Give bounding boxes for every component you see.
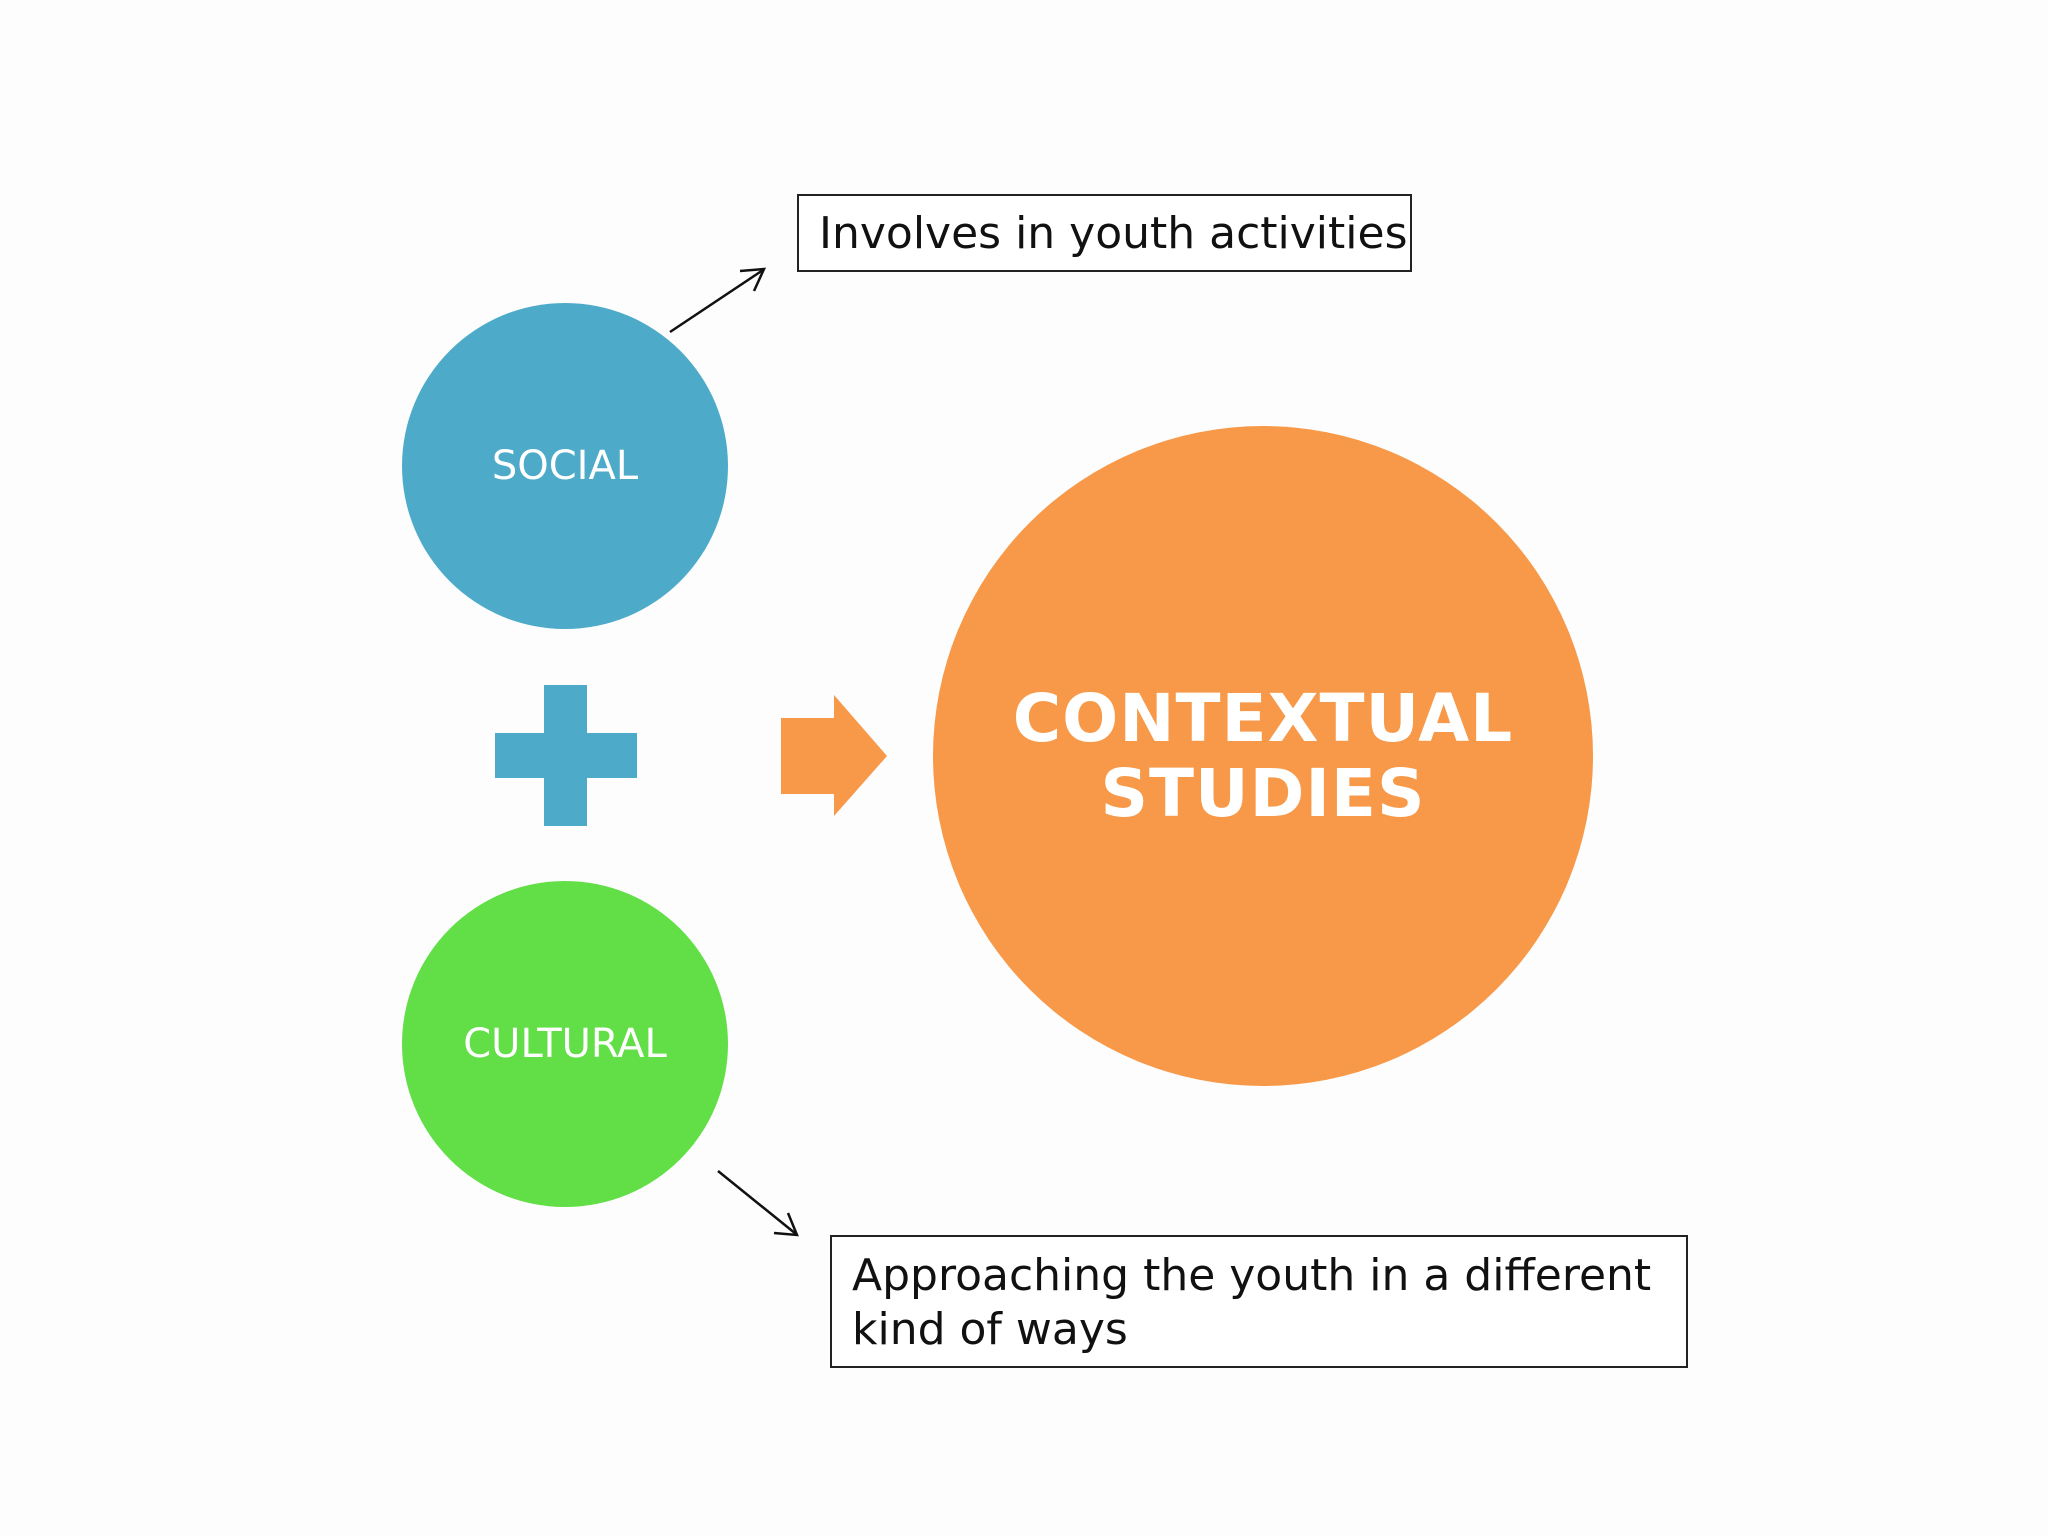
social-callout-box: Involves in youth activities <box>797 194 1412 272</box>
block-arrow-right-icon <box>781 695 887 816</box>
social-pointer-arrow <box>669 267 767 334</box>
result-label-line2: STUDIES <box>1100 755 1426 832</box>
social-label: SOCIAL <box>491 443 639 489</box>
social-node: SOCIAL <box>402 303 728 629</box>
cultural-callout-text: Approaching the youth in a different kin… <box>852 1250 1652 1355</box>
result-label-line1: CONTEXTUAL <box>1012 679 1514 757</box>
contextual-studies-node: CONTEXTUAL STUDIES <box>933 426 1593 1086</box>
cultural-node: CULTURAL <box>402 881 728 1207</box>
cultural-label: CULTURAL <box>463 1021 667 1067</box>
cultural-callout-box: Approaching the youth in a different kin… <box>830 1235 1688 1368</box>
cultural-pointer-arrow <box>717 1170 799 1237</box>
plus-icon <box>495 685 637 826</box>
social-callout-text: Involves in youth activities <box>819 208 1408 259</box>
